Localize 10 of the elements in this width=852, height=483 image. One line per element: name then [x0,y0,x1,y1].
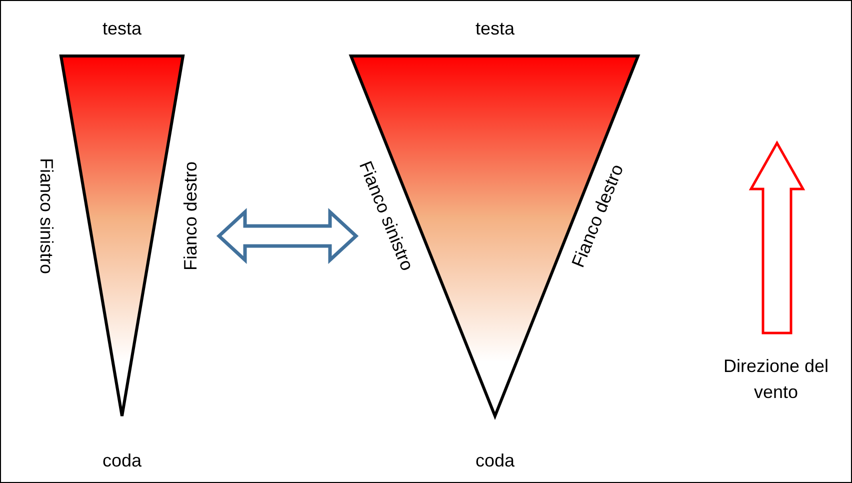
tail-label: coda [102,450,142,472]
head-label: testa [475,18,515,40]
right-flank-label: Fianco destro [180,161,202,271]
wind-direction-label: Direzione del vento [722,355,830,404]
double-arrow [216,208,359,264]
right-flank-label: Fianco destro [568,162,628,270]
left-flank-label: Fianco sinistro [354,158,418,274]
head-label: testa [102,18,142,40]
tail-label: coda [475,450,515,472]
left-flank-label: Fianco sinistro [36,158,56,274]
